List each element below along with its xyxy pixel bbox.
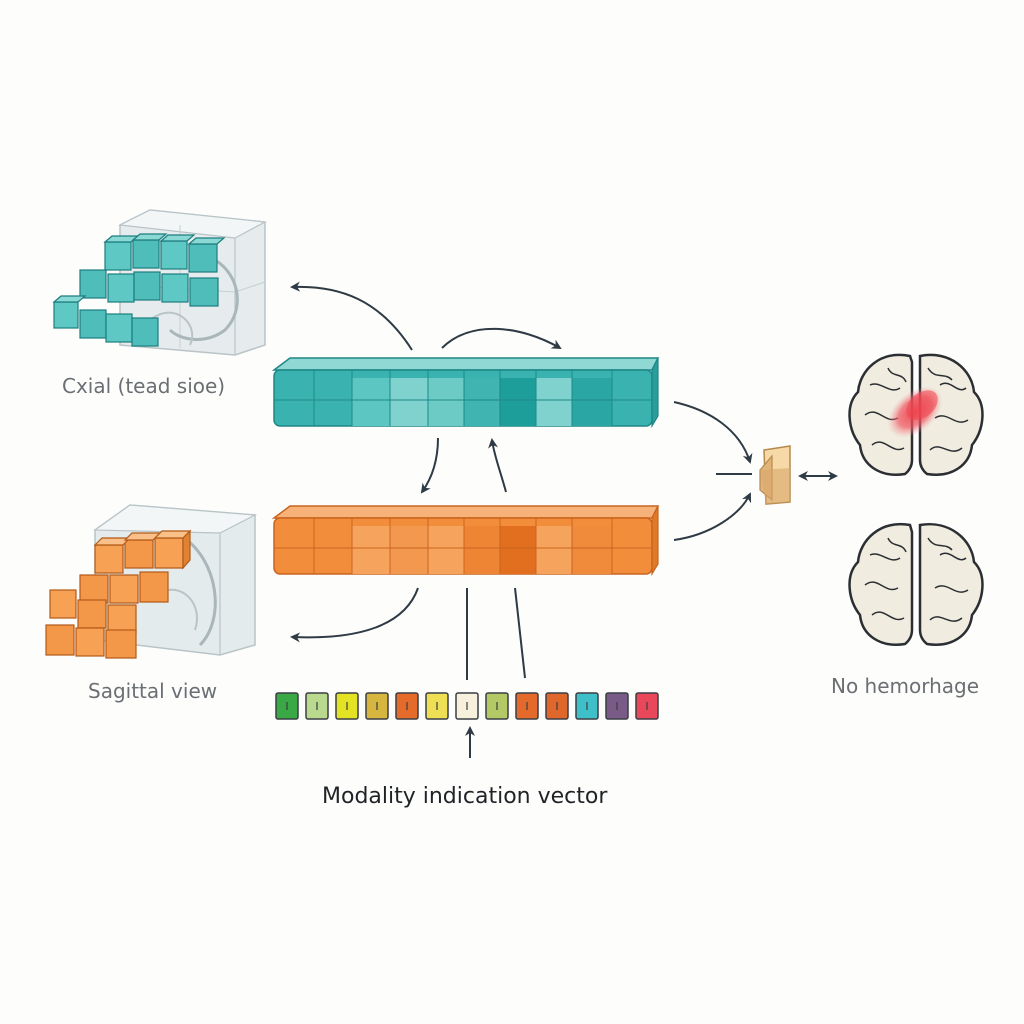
vector-cell xyxy=(275,692,299,720)
vector-cell xyxy=(635,692,659,720)
vector-cell xyxy=(545,692,569,720)
vector-cell xyxy=(515,692,539,720)
orange-feature-bar xyxy=(271,505,660,577)
vector-cell xyxy=(365,692,389,720)
arrow-orange-to-fusion xyxy=(673,492,752,541)
arrow-bar-to-sagittal xyxy=(290,587,419,643)
vector-cell xyxy=(425,692,449,720)
brain-hemorrhage xyxy=(848,353,984,476)
arrow-orange-to-teal xyxy=(488,438,507,493)
arrow-vector-right xyxy=(514,587,526,679)
fusion-node xyxy=(759,445,791,505)
vector-cell xyxy=(605,692,629,720)
arrow-teal-to-orange xyxy=(420,437,439,494)
axial-volume xyxy=(52,209,268,356)
modality-vector xyxy=(275,692,659,720)
outcome-label: No hemorhage xyxy=(831,674,980,698)
vector-cell xyxy=(485,692,509,720)
axial-teal-cubes xyxy=(52,233,226,347)
teal-feature-bar xyxy=(271,357,660,429)
vector-cell xyxy=(305,692,329,720)
axial-view-label: Cxial (tead sioe) xyxy=(62,374,226,398)
sagittal-view-label: Sagittal view xyxy=(88,679,218,703)
arrow-bar-loop-top xyxy=(441,327,562,349)
vector-cell xyxy=(395,692,419,720)
vector-cell xyxy=(335,692,359,720)
sagittal-volume xyxy=(45,504,258,659)
vector-cell xyxy=(575,692,599,720)
arrow-teal-to-fusion xyxy=(673,401,753,464)
sagittal-orange-cubes xyxy=(45,529,192,659)
arrow-bar-to-axial xyxy=(290,281,413,351)
modality-vector-label: Modality indication vector xyxy=(322,784,608,809)
brain-normal xyxy=(848,522,984,646)
arrows xyxy=(290,281,838,758)
vector-cell xyxy=(455,692,479,720)
